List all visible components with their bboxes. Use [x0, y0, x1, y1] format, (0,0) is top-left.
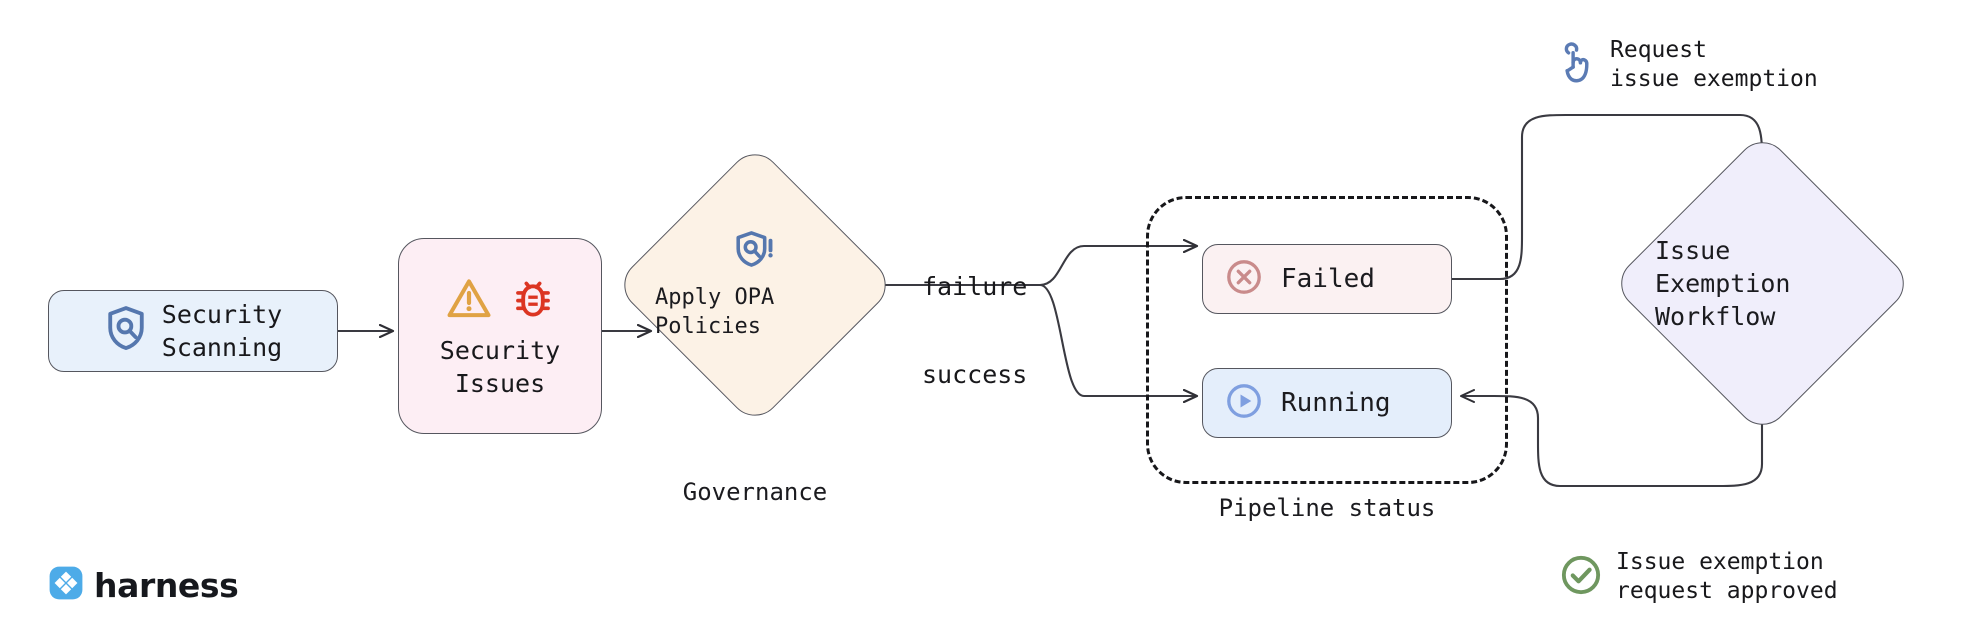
node-label: Security Scanning — [161, 299, 283, 362]
node-status-running[interactable]: Running — [1202, 368, 1452, 438]
node-label: Failed — [1281, 264, 1375, 294]
node-label: Issue Exemption Workflow — [1655, 236, 1791, 331]
shield-alert-search-icon — [734, 228, 776, 278]
node-label: Apply OPA Policies — [655, 285, 775, 339]
circle-x-icon — [1225, 258, 1263, 300]
annotation-request-exemption: Request issue exemption — [1560, 36, 1818, 95]
click-hand-icon — [1560, 41, 1596, 89]
node-security-scanning[interactable]: Security Scanning — [48, 290, 338, 372]
group-pipeline-status — [1146, 196, 1508, 484]
annotation-text: Issue exemption request approved — [1616, 549, 1838, 605]
node-label: Running — [1281, 388, 1391, 418]
annotation-request-approved: Issue exemption request approved — [1560, 548, 1838, 607]
annotation-text: Request issue exemption — [1610, 37, 1818, 93]
bug-icon — [512, 276, 554, 324]
node-label: Security Issues — [439, 335, 561, 398]
shield-search-icon — [104, 305, 148, 357]
pipeline-status-caption: Pipeline status — [1218, 494, 1436, 522]
check-circle-icon — [1560, 554, 1602, 600]
governance-caption: Governance — [682, 478, 828, 506]
node-issue-exemption-workflow[interactable]: Issue Exemption Workflow — [1610, 131, 1915, 436]
edge-label-failure: failure — [922, 272, 1028, 301]
node-security-issues[interactable]: Security Issues — [398, 238, 602, 434]
harness-branding: harness — [48, 565, 239, 605]
edge-label-success: success — [922, 360, 1028, 389]
issue-icon-row — [446, 276, 554, 324]
warning-triangle-icon — [446, 277, 492, 323]
circle-play-icon — [1225, 382, 1263, 424]
harness-wordmark: harness — [94, 565, 239, 605]
harness-logo-icon — [48, 565, 84, 605]
node-status-failed[interactable]: Failed — [1202, 244, 1452, 314]
node-governance-decision[interactable]: Apply OPA Policies — [613, 143, 897, 427]
